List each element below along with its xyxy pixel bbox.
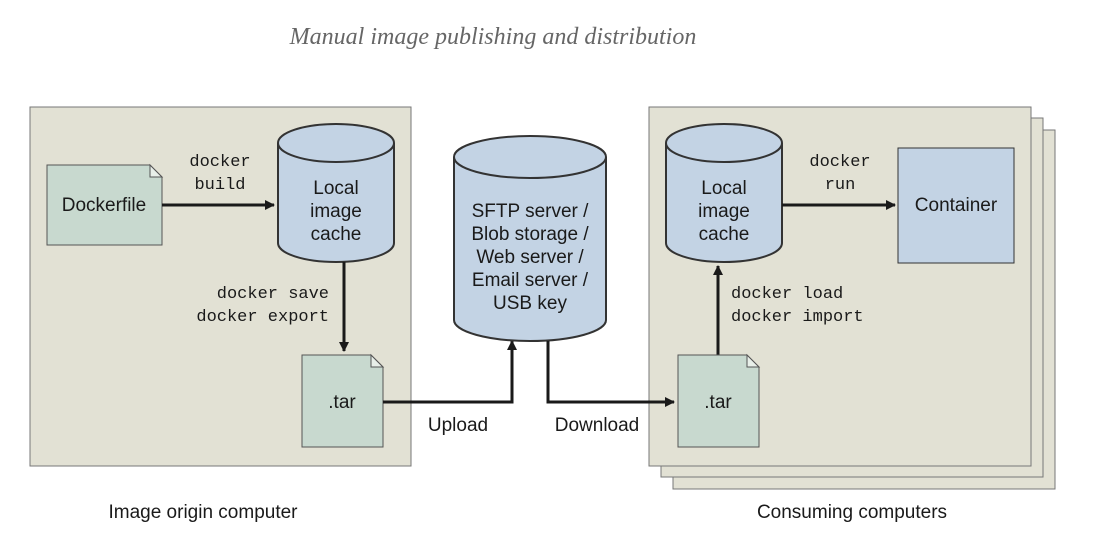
origin-computer-label: Image origin computer [108,502,298,523]
origin-image-cache-cylinder-icon [277,123,395,263]
consumer-cache-label-line-2: image [698,201,750,222]
container-box [897,147,1015,264]
consumer-cache-label-line-3: cache [699,224,750,245]
origin-cache-label-line-1: Local [313,178,358,199]
diagram-title: Manual image publishing and distribution [289,24,697,50]
origin-tar-file-icon [301,353,385,448]
docker-run-command-line-1: docker [809,153,870,172]
docker-build-command-line-1: docker [189,153,250,172]
download-label: Download [555,415,640,436]
docker-load-command: docker load [731,285,843,304]
consumer-tar-label: .tar [704,392,732,413]
dockerfile-label: Dockerfile [62,195,146,216]
server-label-line-2: Blob storage / [471,224,589,245]
origin-cache-label-line-3: cache [311,224,362,245]
dockerfile-document-icon [46,163,164,246]
origin-tar-label: .tar [328,392,356,413]
server-label-line-4: Email server / [472,270,589,291]
origin-cache-label-line-2: image [310,201,362,222]
consumer-tar-file-icon [677,353,761,448]
download-arrow [546,341,675,407]
server-label-line-5: USB key [493,293,567,314]
upload-label: Upload [428,415,488,436]
consumer-image-cache-cylinder-icon [665,123,783,263]
consumer-cache-label-line-1: Local [701,178,746,199]
docker-export-command: docker export [196,308,329,327]
container-label: Container [915,195,998,216]
docker-import-command: docker import [731,308,864,327]
consumer-computers-label: Consuming computers [757,502,947,523]
server-label-line-1: SFTP server / [472,201,590,222]
distribution-server-cylinder-icon [453,135,607,342]
docker-save-command: docker save [217,285,329,304]
docker-run-command-line-2: run [825,176,856,195]
docker-build-command-line-2: build [194,176,245,195]
server-label-line-3: Web server / [476,247,584,268]
upload-arrow [383,340,517,404]
